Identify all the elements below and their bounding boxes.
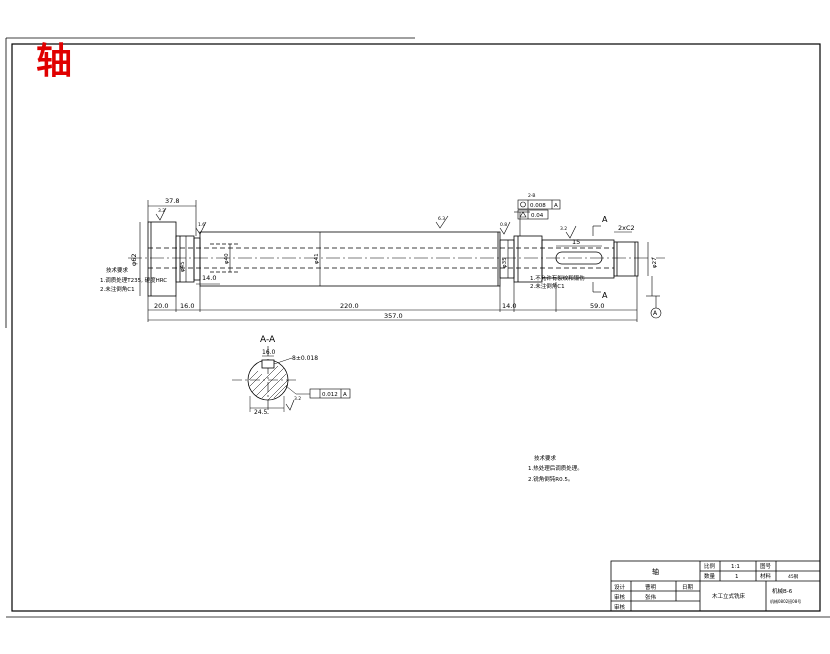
tech-left-title: 技术要求 xyxy=(106,266,129,274)
dim-160: 16.0 xyxy=(180,302,194,310)
dim-dia27: φ27 xyxy=(652,257,658,268)
sheet-frame xyxy=(5,37,830,618)
rough-16: 1.6 xyxy=(198,222,205,228)
dim-3570: 357.0 xyxy=(384,312,403,320)
dim-chamfer: 2xC2 xyxy=(618,224,635,232)
dim-140a: 14.0 xyxy=(202,274,216,282)
tech-mid-line2: 2.未注倒角C1 xyxy=(530,282,565,290)
gdt-ref-label: 2-B xyxy=(528,193,535,199)
datum-circle-label: A xyxy=(653,310,658,317)
dim-dia62: φ62 xyxy=(130,253,138,266)
dim-200: 20.0 xyxy=(154,302,168,310)
tb-qty-value: 1 xyxy=(735,574,739,580)
dim-2200: 220.0 xyxy=(340,302,359,310)
gdt-texts: 2-B 0.008 A 0.04 A xyxy=(528,193,658,317)
dim-378: 37.8 xyxy=(165,197,179,205)
gdt-frame2-tol: 0.04 xyxy=(531,213,544,219)
tb-material-value: 45钢 xyxy=(788,573,799,580)
tech-mid-line1: 1.不允许有裂纹和锻伤 xyxy=(530,274,585,282)
drawing-title: 轴 xyxy=(36,40,72,82)
tb-approve-label: 审核 xyxy=(614,603,626,611)
section-texts: A-A 16.0 8±0.018 24.5 0.012 A 3.2 xyxy=(254,335,347,416)
section-width: 16.0 xyxy=(262,349,276,356)
gdt-frame1-tol: 0.008 xyxy=(530,203,546,209)
tb-material-label: 材料 xyxy=(760,572,772,580)
rough-08: 0.8 xyxy=(500,222,507,228)
tb-check-name: 张伟 xyxy=(645,593,657,601)
dim-140b: 14.0 xyxy=(502,302,516,310)
shaft-main-view xyxy=(128,221,665,297)
gdt-frame1-datum: A xyxy=(554,203,558,209)
tb-design-label: 设计 xyxy=(614,583,626,591)
title-block-texts: 轴 比例 1:1 图号 数量 1 材料 45钢 设计 曹明 日期 审核 张伟 审… xyxy=(614,562,801,611)
tb-class-no: 机械0802班08号 xyxy=(770,598,801,604)
section-rough: 3.2 xyxy=(294,396,301,402)
tech-notes-bottom: 技术要求 1.热处理后调质处理。 2.锐角倒钝R0.5。 xyxy=(528,454,583,483)
tb-check-label: 审核 xyxy=(614,593,626,601)
tech-notes-mid: 1.不允许有裂纹和锻伤 2.未注倒角C1 xyxy=(530,274,585,290)
tb-date-label: 日期 xyxy=(682,584,694,591)
gdt-frames xyxy=(517,199,662,319)
tb-design-name: 曹明 xyxy=(645,583,657,591)
datum-circle-icon xyxy=(650,307,662,319)
tb-qty-label: 数量 xyxy=(704,572,716,580)
tech-left-line1: 1.调质处理T235, 硬度HRC xyxy=(100,276,167,284)
dim-dia35: φ35 xyxy=(502,257,508,268)
section-aa xyxy=(232,346,351,414)
tech-bottom-line2: 2.锐角倒钝R0.5。 xyxy=(528,475,573,483)
tb-drawing-no-label: 图号 xyxy=(760,562,772,570)
tb-company: 木工立式铣床 xyxy=(712,592,746,600)
rough-63: 6.3 xyxy=(438,216,445,222)
section-mark-top: A xyxy=(602,215,608,224)
tech-bottom-title: 技术要求 xyxy=(534,454,557,462)
dim-dia40: φ40 xyxy=(224,253,230,264)
rough-32b: 3.2 xyxy=(560,226,567,232)
tb-part-name: 轴 xyxy=(652,567,659,576)
tb-drawing-no: 机械B-6 xyxy=(772,587,793,595)
section-datum: A xyxy=(343,392,347,398)
dim-dia45: φ45 xyxy=(180,261,186,272)
section-fit: 8±0.018 xyxy=(292,355,318,362)
section-mark-bottom: A xyxy=(602,291,608,300)
section-tol: 0.012 xyxy=(322,392,338,398)
dim-dia41: φ41 xyxy=(314,253,320,264)
dim-15: 15 xyxy=(572,238,580,246)
title-block xyxy=(610,560,821,612)
tech-notes-left: 技术要求 1.调质处理T235, 硬度HRC 2.未注倒角C1 xyxy=(100,266,167,293)
dimension-lines xyxy=(139,200,660,322)
tech-bottom-line1: 1.热处理后调质处理。 xyxy=(528,464,583,472)
dimension-texts: 37.8 20.0 16.0 14.0 220.0 14.0 59.0 357.… xyxy=(130,197,658,320)
rough-32a: 3.2 xyxy=(158,208,165,214)
section-depth: 24.5 xyxy=(254,409,268,416)
section-title: A-A xyxy=(260,335,276,345)
tech-left-line2: 2.未注倒角C1 xyxy=(100,285,135,293)
tb-scale-value: 1:1 xyxy=(731,564,740,570)
tb-scale-label: 比例 xyxy=(704,562,716,570)
dim-590: 59.0 xyxy=(590,302,604,310)
